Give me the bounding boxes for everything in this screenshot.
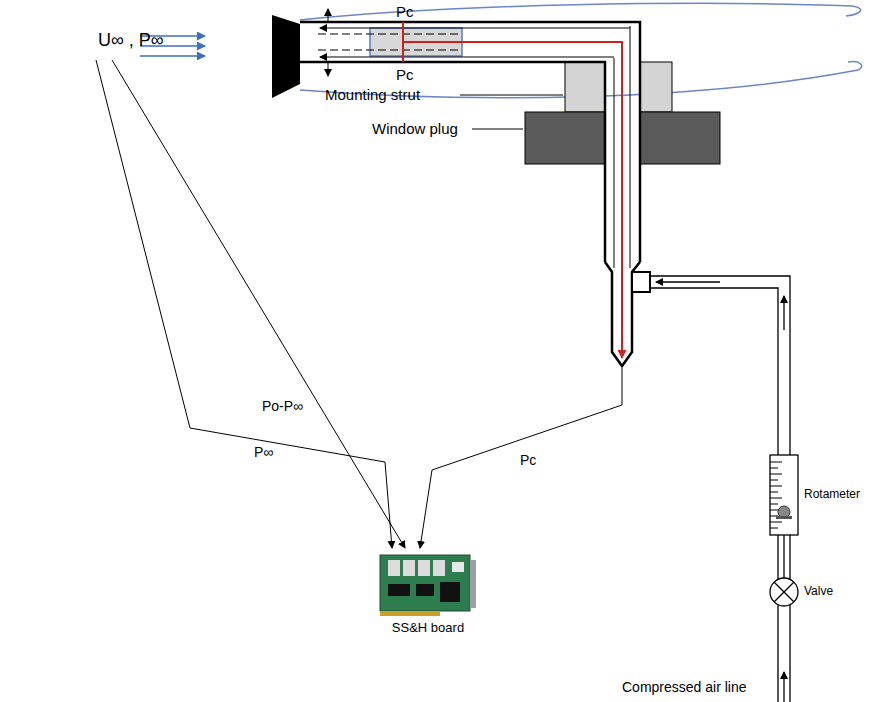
node-label: SS&H board	[392, 621, 464, 636]
air-passages	[320, 9, 630, 268]
air-passages-part	[328, 9, 329, 22]
part-label: Mounting strut	[325, 86, 420, 103]
probe-tube	[300, 22, 650, 366]
rotameter-tick	[770, 468, 778, 469]
pressure-line	[403, 22, 622, 358]
rotameter: Rotameter	[770, 455, 798, 535]
pressure-label: Pc	[396, 66, 414, 83]
daq-board-picture-part	[452, 562, 464, 572]
signal-wires	[96, 60, 622, 548]
leader-line	[472, 129, 523, 130]
daq-board: SS&H board	[380, 553, 476, 617]
signal-wires-part	[420, 368, 622, 548]
air-supply-pipe-part	[650, 288, 778, 702]
rotameter-symbol	[770, 455, 798, 535]
signal-wires-part	[96, 60, 392, 548]
flow-envelope-part	[300, 3, 861, 20]
air-supply-pipe	[650, 276, 790, 702]
air-supply-pipe-part	[650, 276, 790, 702]
daq-board-picture-part	[418, 560, 430, 576]
pressure-label: Pc	[396, 3, 414, 20]
rotameter-tick	[770, 504, 778, 505]
dashed-walls-part	[318, 49, 462, 50]
daq-board-picture-part	[380, 611, 440, 616]
bluff-body-face	[272, 15, 300, 98]
rotameter-symbol-part	[776, 516, 792, 519]
node-label: Valve	[804, 585, 833, 599]
air-supply-pipe-part	[783, 672, 784, 702]
daq-board-picture-part	[388, 560, 400, 576]
air-passages-part	[614, 58, 615, 268]
freestream-label: U∞ , P∞	[98, 30, 164, 51]
daq-board-picture-part	[470, 560, 476, 608]
rotameter-tick	[770, 474, 782, 475]
air-supply-pipe-part	[783, 296, 784, 330]
signal-label: Po-P∞	[262, 398, 303, 414]
rotameter-tick	[770, 462, 782, 463]
air-passages-part	[320, 28, 630, 29]
rotameter-tick	[770, 480, 778, 481]
air-supply-pipe-part	[656, 281, 720, 282]
signal-label: P∞	[252, 444, 275, 460]
rotameter-tick	[770, 498, 782, 499]
flow-arrows-part	[140, 55, 205, 57]
dashed-walls-part	[318, 33, 462, 34]
valve-symbol-part	[774, 582, 794, 602]
signal-label: Pc	[518, 452, 538, 468]
rotameter-tick	[770, 528, 778, 529]
part-label: Window plug	[372, 120, 458, 137]
daq-board-picture-part	[388, 584, 410, 596]
window-plug-part	[640, 112, 720, 164]
air-passages-part	[320, 57, 614, 58]
air-passages-part	[328, 62, 329, 76]
probe-tube-part	[300, 62, 605, 262]
mounting-strut	[565, 62, 672, 112]
mounting-strut-part	[565, 62, 605, 112]
window-plug-part	[525, 112, 605, 164]
rotameter-tick	[770, 492, 778, 493]
rotameter-symbol-part	[770, 455, 798, 535]
daq-board-picture-part	[380, 555, 470, 611]
daq-board-picture	[380, 555, 476, 616]
rotameter-tick	[770, 486, 782, 487]
daq-board-picture-part	[433, 560, 445, 576]
valve: Valve	[770, 578, 798, 606]
pressure-line-part	[403, 42, 622, 358]
daq-board-picture-part	[416, 584, 434, 596]
supply-label: Compressed air line	[622, 679, 747, 695]
daq-board-picture-part	[403, 560, 415, 576]
probe-tube-part	[632, 272, 650, 292]
probe-tube-part	[300, 22, 640, 262]
air-passages-part	[630, 26, 631, 268]
mounting-strut-part	[640, 62, 672, 112]
bluff-body-face-part	[272, 15, 300, 98]
rotameter-tick	[770, 522, 782, 523]
valve-symbol-part	[770, 578, 798, 606]
daq-board-picture-part	[440, 582, 460, 602]
node-label: Rotameter	[804, 488, 860, 502]
valve-symbol	[770, 578, 798, 606]
leader-line	[460, 95, 563, 96]
signal-wires-part	[112, 60, 405, 548]
pipe-connector	[783, 535, 784, 578]
valve-symbol-part	[774, 582, 794, 602]
